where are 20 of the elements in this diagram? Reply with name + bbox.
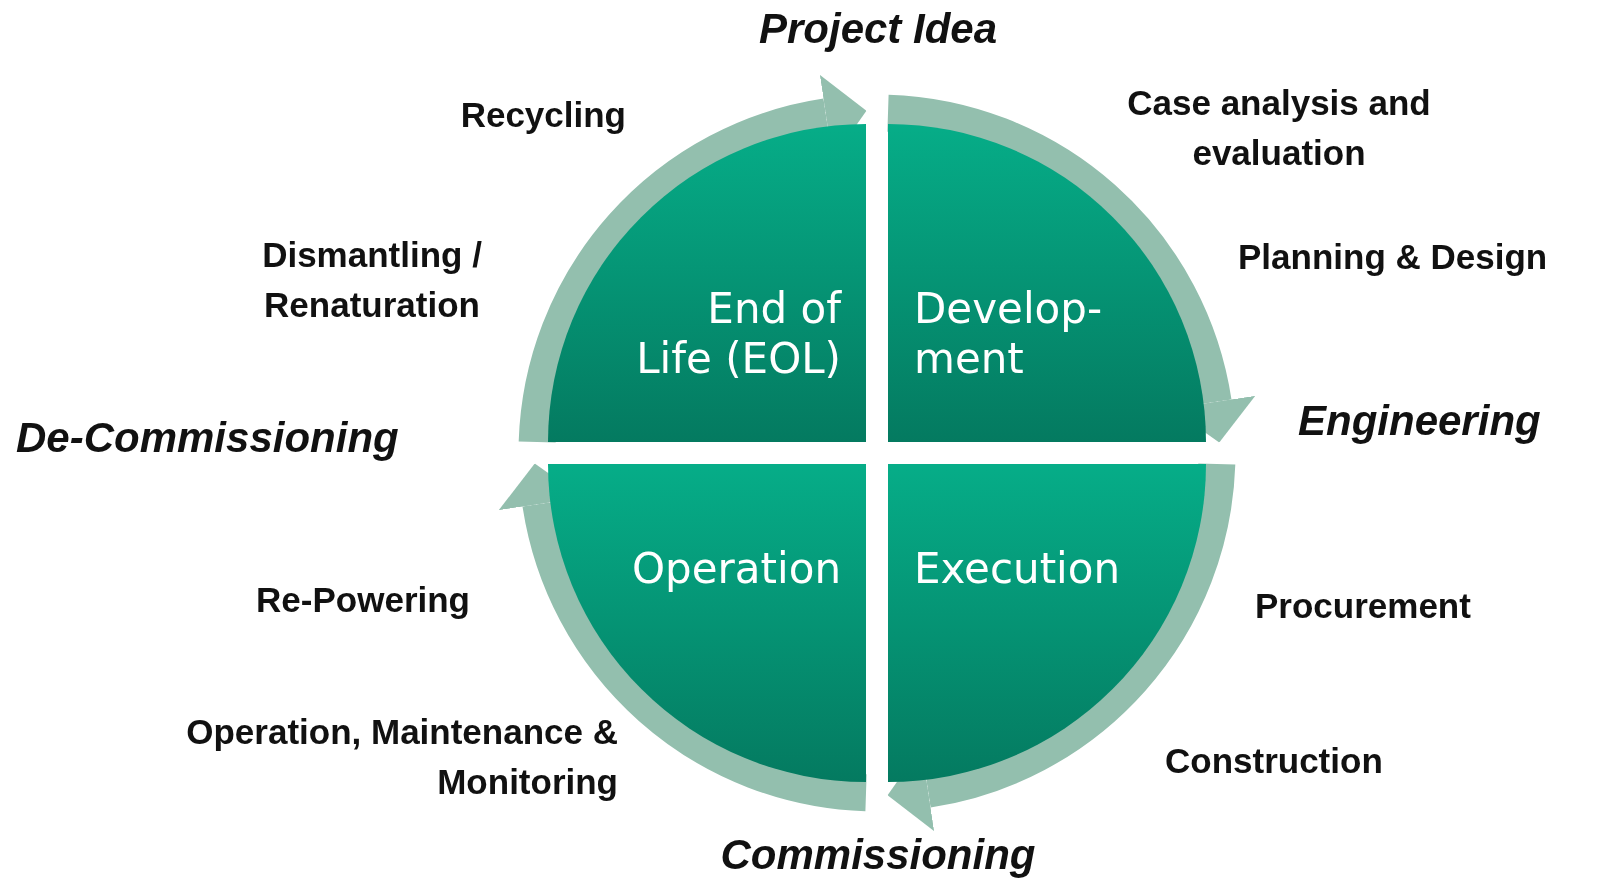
phase-label: End of Life (EOL) [635, 284, 841, 384]
step-label: Planning & Design [1238, 236, 1548, 278]
milestone-label: De-Commissioning [16, 413, 399, 463]
step-label: Dismantling / Renaturation [261, 234, 483, 326]
milestone-label: Commissioning [720, 830, 1036, 880]
phase-label: Operation [631, 544, 841, 594]
step-label: Re-Powering [256, 579, 470, 621]
phase-label: Develop- ment [914, 284, 1104, 384]
step-label: Case analysis and evaluation [1126, 82, 1432, 174]
milestone-label: Project Idea [758, 4, 998, 54]
step-label: Operation, Maintenance & Monitoring [185, 711, 618, 803]
step-label: Procurement [1255, 585, 1471, 627]
milestone-label: Engineering [1298, 396, 1541, 446]
step-label: Recycling [460, 94, 626, 136]
cycle-arrow [886, 94, 1255, 442]
cycle-arrow [499, 464, 868, 812]
step-label: Construction [1165, 740, 1383, 782]
phase-label: Execution [914, 544, 1122, 594]
cycle-arrow [888, 462, 1236, 831]
cycle-arrow [518, 75, 866, 444]
